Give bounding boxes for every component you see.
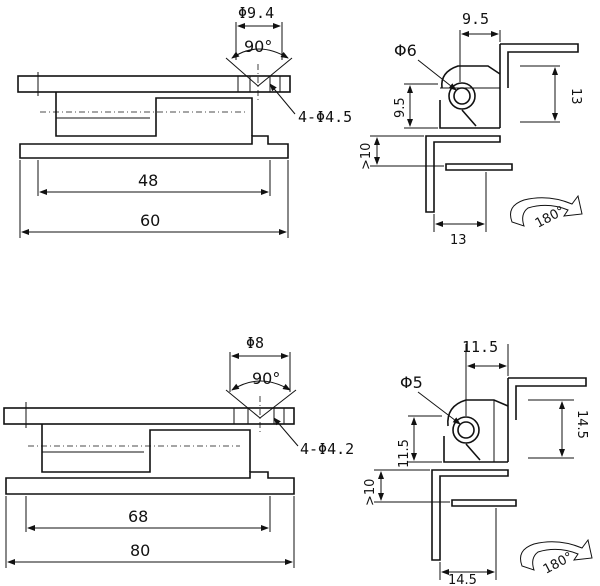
bottom-leaf-height-label: 14.5 [574,410,589,439]
top-angle-label: 90° [244,37,272,56]
bottom-side-view [374,344,593,580]
bottom-length-total-label: 80 [130,541,150,560]
bottom-pin-dia-label: Φ5 [400,373,423,392]
bottom-pin-circle [452,416,480,444]
top-bottom-width-label: 13 [450,233,467,248]
top-length-total-label: 60 [140,211,160,230]
bottom-rotation-label: 180° [541,550,576,578]
top-rotation-label: 180° [533,204,568,232]
top-hole-dia-label: Φ9.4 [238,4,274,22]
bottom-upper-leaf [3,407,295,425]
top-side-view [370,30,583,232]
top-mount-holes-label: 4-Φ4.5 [298,108,352,126]
top-rotation-arrow-icon [510,194,583,227]
top-knuckle-height-label: 9.5 [393,97,408,118]
bottom-knuckle-height-label: 11.5 [397,439,412,468]
top-hole-hatch-left [237,75,251,93]
bottom-knuckle [41,424,251,473]
bottom-front-view [3,352,299,568]
bottom-hole-dia-label: Φ8 [246,334,264,352]
top-length-inner-label: 48 [138,171,158,190]
bottom-angle-label: 90° [252,369,280,388]
top-pin-dia-label: Φ6 [394,41,417,60]
top-min-gap-label: >10 [359,143,374,170]
bottom-min-gap-label: >10 [363,479,378,506]
bottom-offset-width-label: 11.5 [462,338,498,356]
bottom-length-inner-label: 68 [128,507,148,526]
top-knuckle [55,92,253,137]
top-pin-circle [448,82,476,110]
top-offset-width-label: 9.5 [462,10,489,28]
top-lower-leaf [19,135,289,159]
bottom-bottom-width-label: 14.5 [448,573,477,586]
top-leaf-height-label: 13 [568,88,583,105]
bottom-mount-holes-label: 4-Φ4.2 [300,440,354,458]
top-front-view [17,22,296,238]
top-upper-leaf [17,75,291,93]
bottom-rotation-arrow-icon [520,538,593,571]
bottom-lower-leaf [5,471,295,495]
